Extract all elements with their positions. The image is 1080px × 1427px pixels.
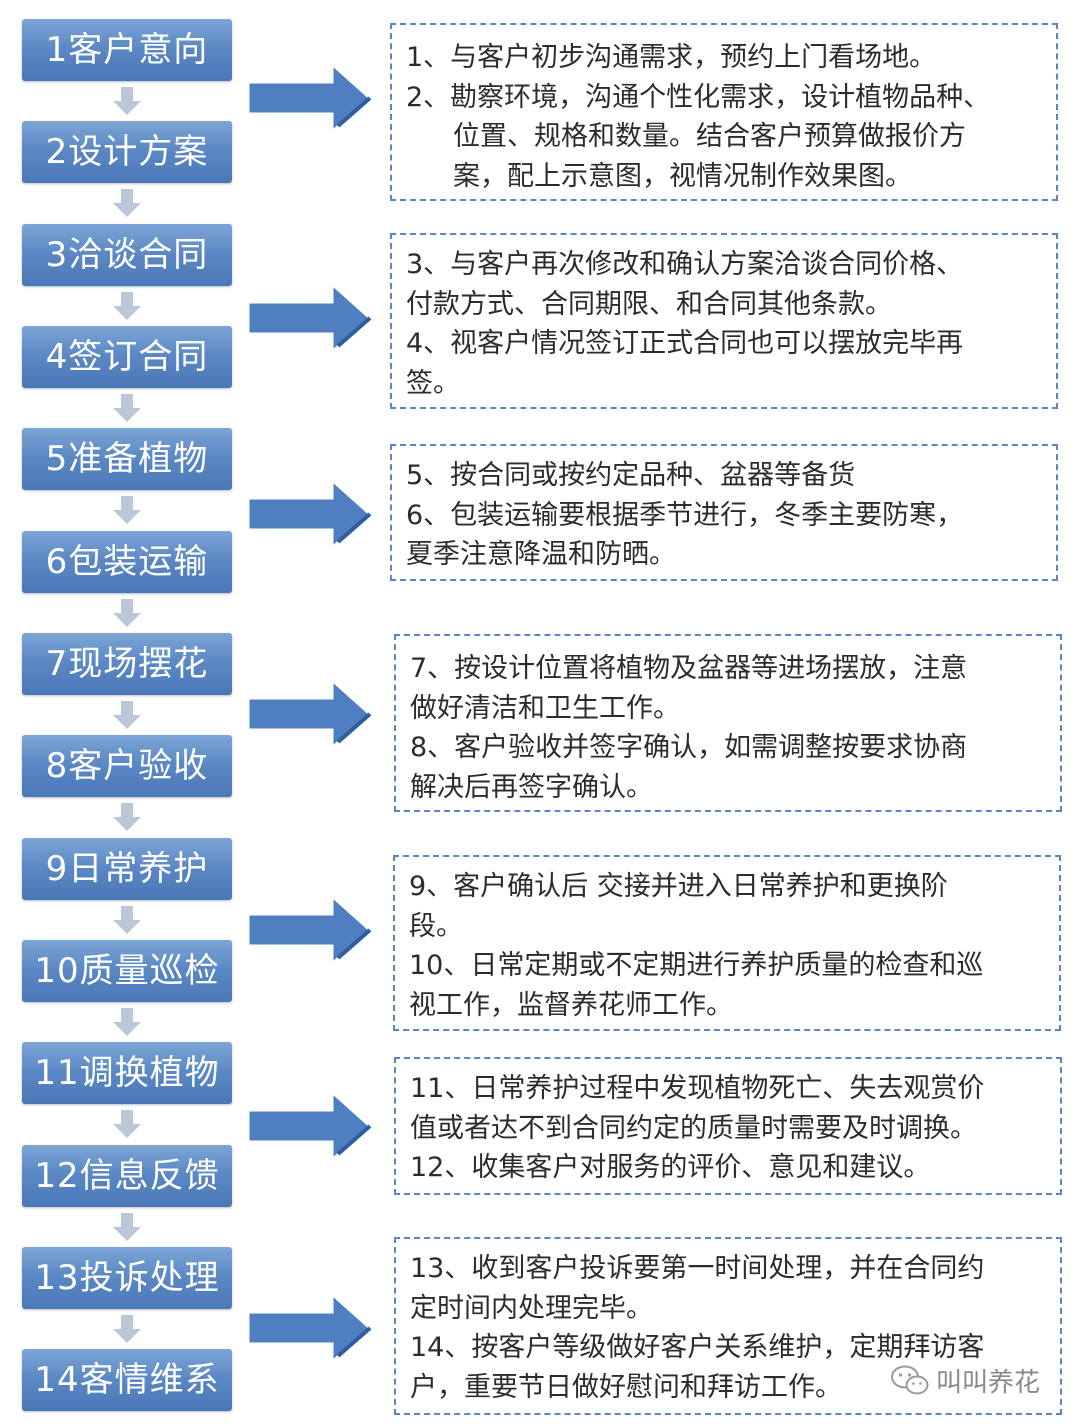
down-arrow-icon [113, 803, 141, 831]
wechat-icon [891, 1365, 929, 1395]
right-arrow-icon [246, 1290, 373, 1366]
step-11: 11调换植物 [22, 1042, 232, 1104]
note-line: 户，重要节日做好慰问和拜访工作。 [410, 1371, 842, 1403]
watermark: 叫叫养花 [890, 1360, 1040, 1400]
down-arrow-icon [113, 1315, 141, 1343]
step-8: 8客户验收 [22, 735, 232, 797]
note-line: 签。 [406, 367, 460, 399]
down-arrow-icon [113, 496, 141, 524]
right-arrow-icon [246, 60, 373, 136]
note-line: 1、与客户初步沟通需求，预约上门看场地。 [406, 42, 937, 73]
step-10: 10质量巡检 [22, 940, 232, 1002]
note-line: 12、收集客户对服务的评价、意见和建议。 [410, 1152, 931, 1183]
step-13: 13投诉处理 [22, 1247, 232, 1309]
step-5: 5准备植物 [22, 428, 232, 490]
down-arrow-icon [113, 394, 141, 422]
step-3: 3洽谈合同 [22, 224, 232, 286]
down-arrow-icon [113, 189, 141, 217]
down-arrow-icon [113, 599, 141, 627]
note-box-contract: 3、与客户再次修改和确认方案洽谈合同价格、 付款方式、合同期限、和合同其他条款。… [390, 233, 1058, 409]
step-9: 9日常养护 [22, 838, 232, 900]
down-arrow-icon [113, 701, 141, 729]
note-box-design: 1、与客户初步沟通需求，预约上门看场地。 2、勘察环境，沟通个性化需求，设计植物… [390, 23, 1058, 201]
down-arrow-icon [113, 87, 141, 115]
step-1: 1客户意向 [22, 19, 232, 81]
note-line: 位置、规格和数量。结合客户预算做报价方 [453, 121, 966, 152]
step-6: 6包装运输 [22, 531, 232, 593]
down-arrow-icon [113, 1110, 141, 1138]
step-14: 14客情维系 [22, 1349, 232, 1411]
right-arrow-icon [246, 1088, 373, 1164]
note-line: 段。 [409, 910, 463, 942]
step-4: 4签订合同 [22, 326, 232, 388]
note-line: 付款方式、合同期限、和合同其他条款。 [406, 288, 892, 320]
note-line: 2、勘察环境，沟通个性化需求，设计植物品种、 [406, 81, 991, 113]
down-arrow-icon [113, 292, 141, 320]
note-line: 11、日常养护过程中发现植物死亡、失去观赏价 [410, 1073, 985, 1104]
note-line: 5、按合同或按约定品种、盆器等备货 [406, 460, 856, 491]
note-line: 夏季注意降温和防晒。 [406, 539, 676, 570]
note-line: 10、日常定期或不定期进行养护质量的检查和巡 [409, 950, 984, 981]
note-line: 9、客户确认后 交接并进入日常养护和更换阶 [409, 871, 948, 902]
note-line: 值或者达不到合同约定的质量时需要及时调换。 [410, 1112, 977, 1144]
note-box-prepare: 5、按合同或按约定品种、盆器等备货 6、包装运输要根据季节进行，冬季主要防寒， … [390, 444, 1058, 581]
down-arrow-icon [113, 906, 141, 934]
right-arrow-icon [246, 892, 373, 968]
down-arrow-icon [113, 1008, 141, 1036]
right-arrow-icon [246, 676, 373, 752]
note-line: 13、收到客户投诉要第一时间处理，并在合同约 [410, 1253, 985, 1284]
note-line: 3、与客户再次修改和确认方案洽谈合同价格、 [406, 249, 964, 280]
note-line: 6、包装运输要根据季节进行，冬季主要防寒， [406, 499, 964, 531]
step-2: 2设计方案 [22, 121, 232, 183]
down-arrow-icon [113, 1213, 141, 1241]
step-12: 12信息反馈 [22, 1145, 232, 1207]
note-line: 8、客户验收并签字确认，如需调整按要求协商 [410, 732, 968, 763]
note-line: 4、视客户情况签订正式合同也可以摆放完毕再 [406, 328, 964, 359]
note-line: 定时间内处理完毕。 [410, 1292, 653, 1324]
note-box-install: 7、按设计位置将植物及盆器等进场摆放，注意 做好清洁和卫生工作。 8、客户验收并… [394, 634, 1062, 812]
watermark-text: 叫叫养花 [936, 1367, 1041, 1398]
note-line: 视工作，监督养花师工作。 [409, 989, 733, 1021]
note-line: 做好清洁和卫生工作。 [410, 692, 680, 724]
note-line: 解决后再签字确认。 [410, 771, 653, 803]
note-box-complaints: 13、收到客户投诉要第一时间处理，并在合同约 定时间内处理完毕。 14、按客户等… [394, 1237, 1062, 1415]
note-box-maintenance: 9、客户确认后 交接并进入日常养护和更换阶 段。 10、日常定期或不定期进行养护… [393, 855, 1061, 1031]
step-7: 7现场摆花 [22, 633, 232, 695]
note-box-replacement: 11、日常养护过程中发现植物死亡、失去观赏价 值或者达不到合同约定的质量时需要及… [394, 1057, 1062, 1195]
right-arrow-icon [246, 280, 373, 356]
note-line: 案，配上示意图，视情况制作效果图。 [453, 160, 912, 192]
note-line: 7、按设计位置将植物及盆器等进场摆放，注意 [410, 653, 968, 684]
right-arrow-icon [246, 476, 373, 552]
note-line: 14、按客户等级做好客户关系维护，定期拜访客 [410, 1332, 985, 1363]
